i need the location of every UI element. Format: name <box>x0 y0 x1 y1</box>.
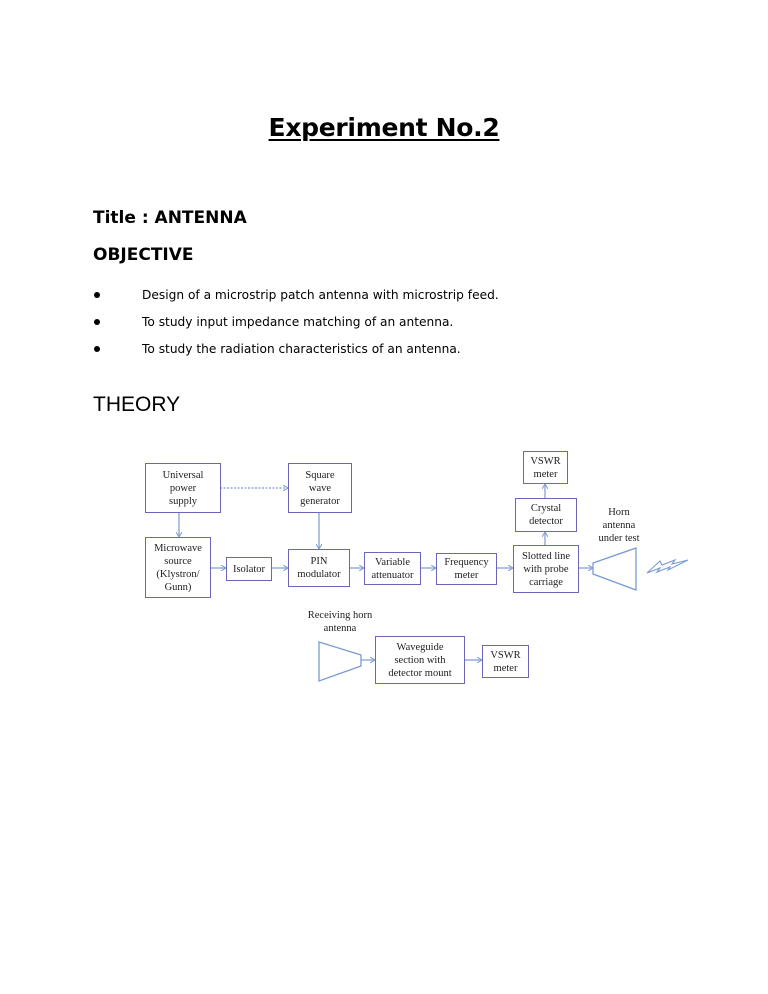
bullet-icon <box>94 318 100 325</box>
objective-text: Design of a microstrip patch antenna wit… <box>142 287 499 302</box>
objective-text: To study the radiation characteristics o… <box>142 341 461 356</box>
block-label: Square wave generator <box>300 469 340 507</box>
experiment-title: Title : ANTENNA <box>93 208 247 228</box>
block-label: Slotted line with probe carriage <box>521 550 571 588</box>
pin-modulator-block: PIN modulator <box>288 549 350 587</box>
horn-under-test-label: Horn antenna under test <box>598 507 640 544</box>
vswr-meter-bottom-block: VSWR meter <box>482 645 529 678</box>
objective-heading: OBJECTIVE <box>93 245 194 265</box>
objective-text: To study input impedance matching of an … <box>142 314 454 329</box>
vswr-meter-top-block: VSWR meter <box>523 451 568 484</box>
theory-heading: THEORY <box>93 393 181 416</box>
block-label: Crystal detector <box>529 503 563 527</box>
block-label: Universal power supply <box>162 469 204 507</box>
horn-antenna-icon <box>592 547 637 591</box>
list-item: To study input impedance matching of an … <box>93 308 499 335</box>
waveguide-section-block: Waveguide section with detector mount <box>375 636 465 684</box>
block-label: Frequency meter <box>444 557 489 581</box>
list-item: Design of a microstrip patch antenna wit… <box>93 281 499 308</box>
receiving-horn-icon <box>318 641 362 682</box>
block-label: VSWR meter <box>490 649 521 674</box>
block-label: Waveguide section with detector mount <box>388 641 452 679</box>
block-label: Variable attenuator <box>371 556 414 581</box>
slotted-line-block: Slotted line with probe carriage <box>513 545 579 593</box>
isolator-block: Isolator <box>226 557 272 581</box>
block-label: PIN modulator <box>297 556 341 580</box>
square-wave-generator-block: Square wave generator <box>288 463 352 513</box>
variable-attenuator-block: Variable attenuator <box>364 552 421 585</box>
frequency-meter-block: Frequency meter <box>436 553 497 585</box>
microwave-source-block: Microwave source (Klystron/ Gunn) <box>145 537 211 598</box>
page-title: Experiment No.2 <box>268 113 500 142</box>
crystal-detector-block: Crystal detector <box>515 498 577 532</box>
universal-power-supply-block: Universal power supply <box>145 463 221 513</box>
block-label: Microwave source (Klystron/ Gunn) <box>154 542 202 593</box>
objective-list: Design of a microstrip patch antenna wit… <box>93 281 499 362</box>
receiving-horn-label: Receiving horn antenna <box>307 610 373 634</box>
bullet-icon <box>94 291 100 298</box>
list-item: To study the radiation characteristics o… <box>93 335 499 362</box>
block-label: VSWR meter <box>530 455 561 480</box>
bullet-icon <box>94 345 100 352</box>
block-label: Isolator <box>232 563 266 575</box>
radiation-bolt-icon <box>646 558 689 574</box>
